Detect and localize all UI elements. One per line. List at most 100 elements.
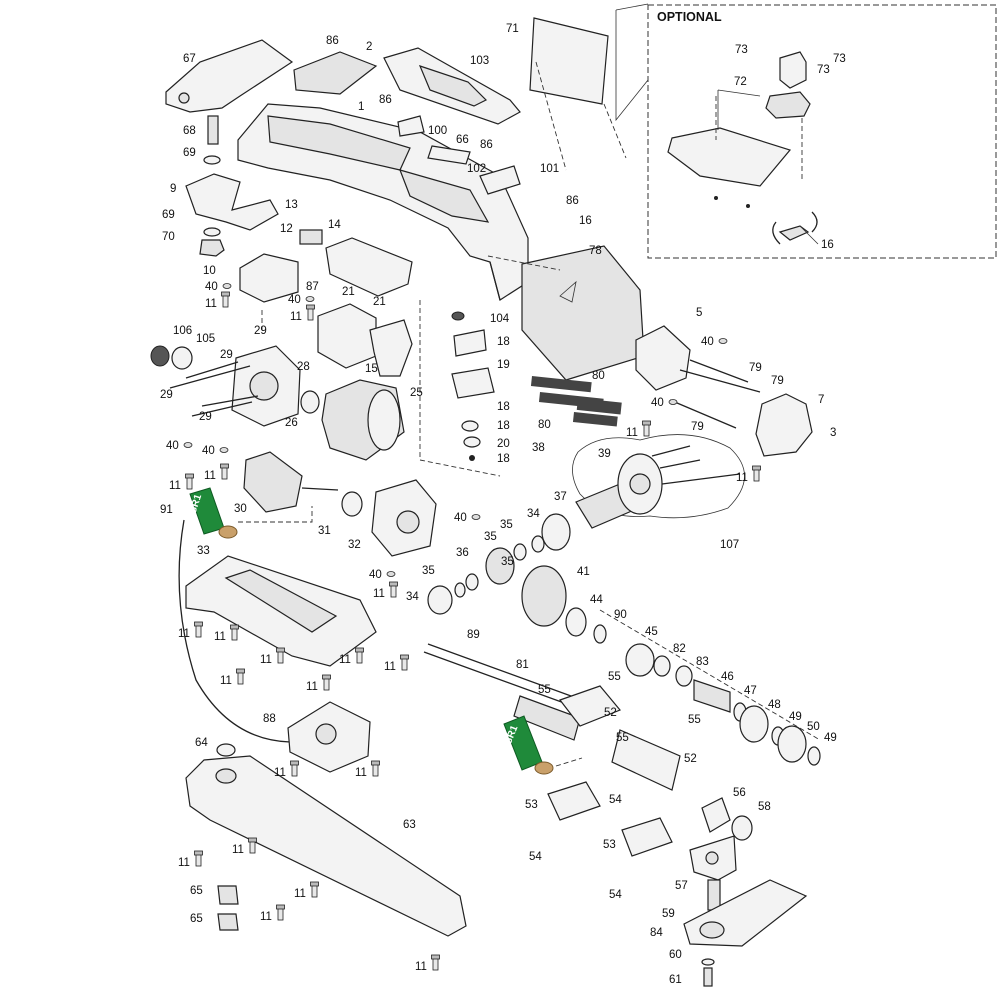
end-cap-7 [755,393,813,457]
part-label-45: 45 [645,626,658,638]
part-label-40: 40 [205,281,218,293]
washer-icon [183,442,193,448]
part-label-39: 39 [598,448,611,460]
part-label-104: 104 [490,313,510,325]
part-14 [325,237,413,297]
part-label-11: 11 [178,857,190,869]
part-label-103: 103 [470,55,489,67]
part-label-57: 57 [675,880,688,892]
part-label-1: 1 [358,101,364,113]
part-label-87: 87 [306,281,319,293]
part-label-65: 65 [190,885,203,897]
part-label-61: 61 [669,974,682,986]
part-label-49: 49 [824,732,837,744]
part-label-18: 18 [497,420,510,432]
optional-parts [667,51,819,245]
screw-icon [290,760,299,777]
screw-icon [276,904,285,921]
screw-icon [276,647,285,664]
part-label-18: 18 [497,401,510,413]
part-label-52: 52 [604,707,617,719]
part-label-11: 11 [290,311,302,323]
part-label-11: 11 [220,675,232,687]
part-label-21: 21 [342,286,355,298]
part-label-73: 73 [817,64,830,76]
screw-icon [194,621,203,638]
part-label-71: 71 [506,23,519,35]
part-label-26: 26 [285,417,298,429]
part-label-90: 90 [614,609,627,621]
part-label-55: 55 [538,684,551,696]
motor-assembly [150,345,437,557]
part-label-11: 11 [736,472,748,484]
part-label-20: 20 [497,438,510,450]
part-label-60: 60 [669,949,682,961]
gear-train [427,513,607,644]
part-label-54: 54 [529,851,542,863]
part-label-73: 73 [833,53,846,65]
part-label-80: 80 [592,370,605,382]
part-label-11: 11 [373,588,385,600]
part-label-88: 88 [263,713,276,725]
grease-tube-2: GR1 [503,715,554,775]
part-label-53: 53 [603,839,616,851]
screw-icon [752,465,761,482]
washer-icon [222,283,232,289]
part-label-53: 53 [525,799,538,811]
part-label-28: 28 [297,361,310,373]
part-label-40: 40 [651,397,664,409]
part-label-36: 36 [456,547,469,559]
part-label-35: 35 [500,519,513,531]
part-label-54: 54 [609,889,622,901]
part-label-44: 44 [590,594,603,606]
screws [183,283,761,971]
part-label-35: 35 [422,565,435,577]
part-label-40: 40 [454,512,467,524]
part-label-13: 13 [285,199,298,211]
part-label-72: 72 [734,76,747,88]
part-label-79: 79 [691,421,704,433]
cable-91 [178,519,291,743]
part-label-73: 73 [735,44,748,56]
part-label-11: 11 [232,844,244,856]
part-label-32: 32 [348,539,361,551]
part-label-11: 11 [205,298,217,310]
small-parts-18-20 [451,311,495,461]
electronic-block [239,253,299,303]
part-label-64: 64 [195,737,208,749]
screw-icon [306,304,315,321]
part-label-34: 34 [406,591,419,603]
part-label-11: 11 [169,480,181,492]
tube-78 [521,245,645,381]
part-label-55: 55 [688,714,701,726]
screw-icon [248,837,257,854]
output-parts [683,797,808,987]
part-label-33: 33 [197,545,210,557]
part-label-86: 86 [480,139,493,151]
part-label-11: 11 [355,767,367,779]
part-label-40: 40 [288,294,301,306]
part-label-7: 7 [818,394,824,406]
washer-icon [718,338,728,344]
part-label-9: 9 [170,183,176,195]
part-label-16: 16 [579,215,592,227]
part-label-46: 46 [721,671,734,683]
part-label-30: 30 [234,503,247,515]
part-label-11: 11 [384,661,396,673]
part-label-41: 41 [577,566,590,578]
part-label-102: 102 [467,163,486,175]
part-label-35: 35 [484,531,497,543]
part-label-101: 101 [540,163,559,175]
part-label-11: 11 [204,470,216,482]
bottom-base [185,755,467,937]
part-label-48: 48 [768,699,781,711]
part-label-11: 11 [274,767,286,779]
part-label-78: 78 [589,245,602,257]
hinge-parts [185,115,279,257]
part-label-11: 11 [260,911,272,923]
screw-icon [310,881,319,898]
part-label-40: 40 [701,336,714,348]
